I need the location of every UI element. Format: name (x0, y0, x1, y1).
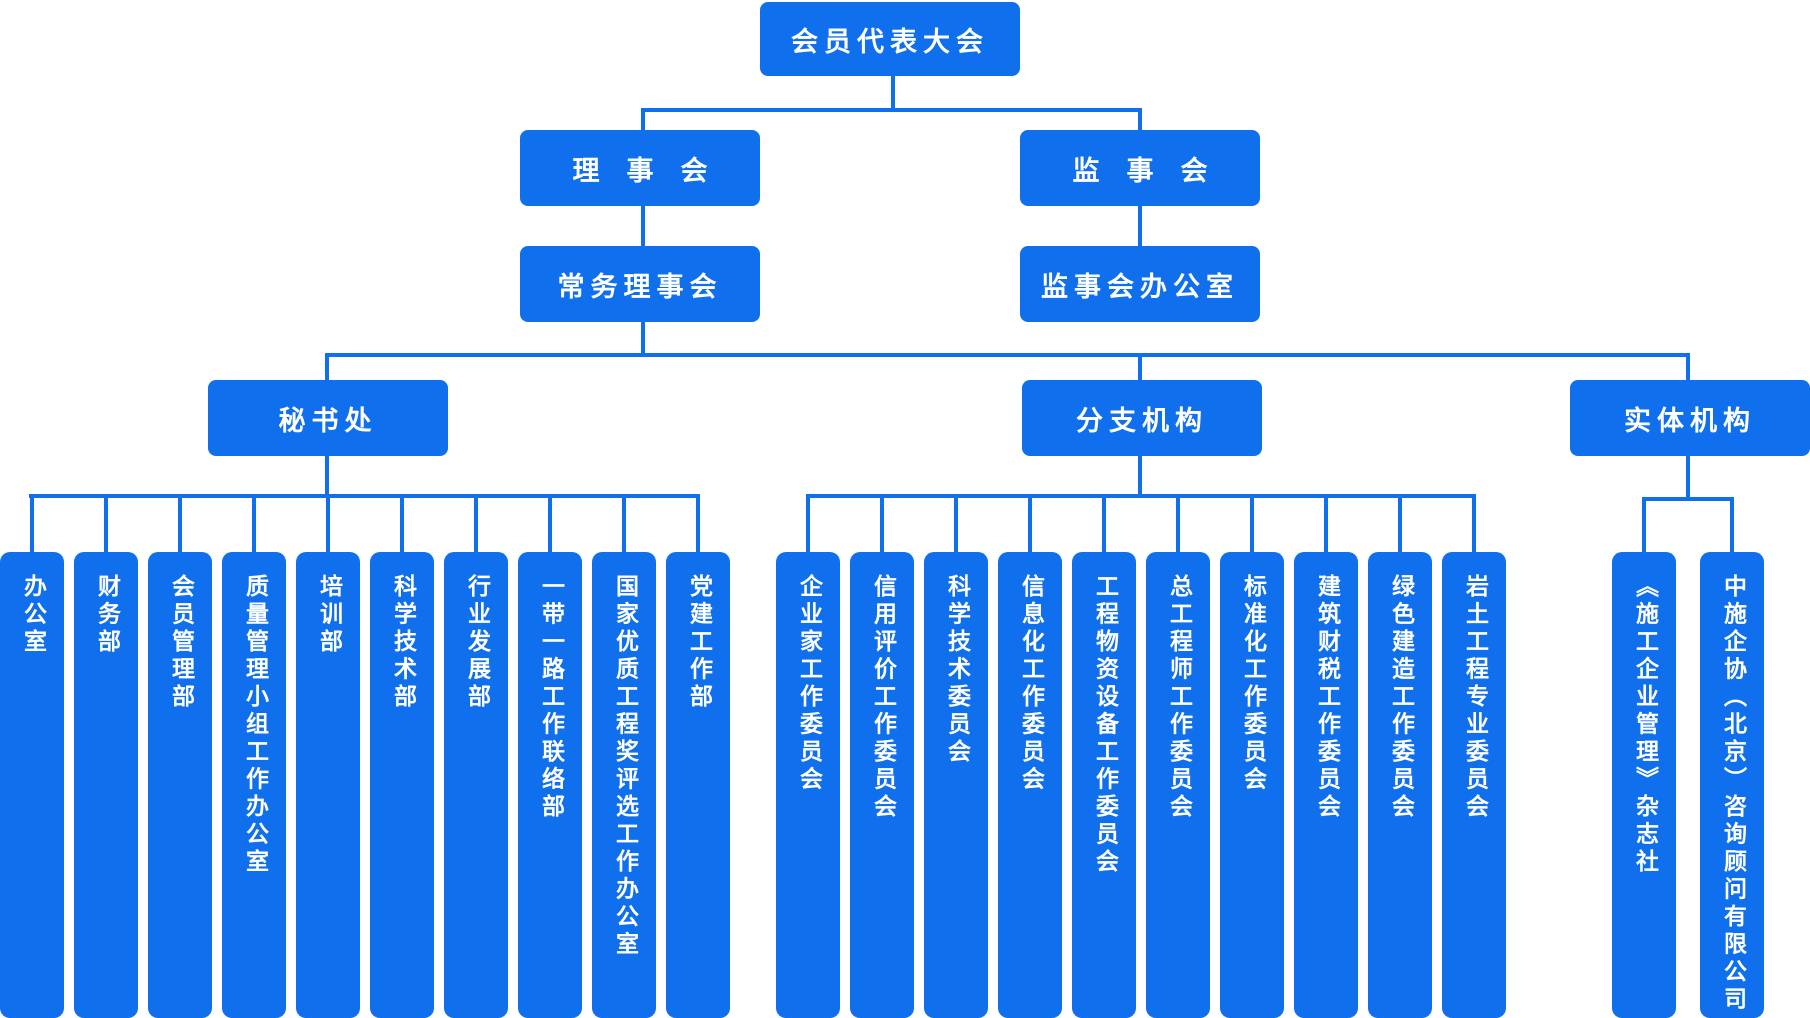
branch-unit-label: 信用评价工作委员会 (869, 574, 896, 822)
entity-unit-box: 中施企协（北京）咨询顾问有限公司 (1700, 552, 1764, 1018)
secretariat-unit-box: 培训部 (296, 552, 360, 1018)
secretariat-unit-label: 培训部 (315, 574, 342, 657)
secretariat-unit-label: 财务部 (93, 574, 120, 657)
secretariat-unit-box: 行业发展部 (444, 552, 508, 1018)
branch-unit-box: 信用评价工作委员会 (850, 552, 914, 1018)
member-assembly-box: 会员代表大会 (760, 2, 1020, 76)
secretariat-unit-label: 党建工作部 (685, 574, 712, 712)
entity-unit-label: 中施企协（北京）咨询顾问有限公司 (1719, 574, 1746, 1014)
board-box: 理 事 会 (520, 130, 760, 206)
connector-entity-units (1642, 453, 1734, 501)
standing-board-box: 常务理事会 (520, 246, 760, 322)
entity-unit-box: 《施工企业管理》杂志社 (1612, 552, 1676, 1018)
drop-lines (30, 494, 1734, 556)
branch-unit-box: 建筑财税工作委员会 (1294, 552, 1358, 1018)
branches-box: 分支机构 (1022, 380, 1262, 456)
secretariat-unit-box: 科学技术部 (370, 552, 434, 1018)
secretariat-unit-label: 质量管理小组工作办公室 (241, 574, 268, 877)
branch-unit-box: 绿色建造工作委员会 (1368, 552, 1432, 1018)
secretariat-box: 秘书处 (208, 380, 448, 456)
secretariat-unit-label: 科学技术部 (389, 574, 416, 712)
secretariat-unit-box: 财务部 (74, 552, 138, 1018)
secretariat-unit-label: 行业发展部 (463, 574, 490, 712)
branch-unit-label: 岩土工程专业委员会 (1461, 574, 1488, 822)
branch-unit-box: 信息化工作委员会 (998, 552, 1062, 1018)
secretariat-unit-box: 质量管理小组工作办公室 (222, 552, 286, 1018)
connector-secretariat-units (29, 453, 700, 498)
secretariat-unit-box: 一带一路工作联络部 (518, 552, 582, 1018)
secretariat-unit-label: 一带一路工作联络部 (537, 574, 564, 822)
secretariat-unit-box: 会员管理部 (148, 552, 212, 1018)
entities-box: 实体机构 (1570, 380, 1810, 456)
branch-unit-box: 科学技术委员会 (924, 552, 988, 1018)
secretariat-unit-label: 办公室 (19, 574, 46, 657)
connector-branch-units (806, 453, 1475, 498)
secretariat-unit-box: 办公室 (0, 552, 64, 1018)
branch-unit-label: 总工程师工作委员会 (1165, 574, 1192, 822)
branch-unit-label: 信息化工作委员会 (1017, 574, 1044, 794)
supervisory-board-box: 监 事 会 (1020, 130, 1260, 206)
secretariat-unit-label: 会员管理部 (167, 574, 194, 712)
branch-unit-label: 工程物资设备工作委员会 (1091, 574, 1118, 877)
branch-unit-box: 工程物资设备工作委员会 (1072, 552, 1136, 1018)
branch-unit-label: 企业家工作委员会 (795, 574, 822, 794)
connector-top (641, 73, 1142, 134)
branch-unit-box: 岩土工程专业委员会 (1442, 552, 1506, 1018)
connector-standing-depts (325, 318, 1690, 384)
branch-unit-label: 科学技术委员会 (943, 574, 970, 767)
secretariat-unit-label: 国家优质工程奖评选工作办公室 (611, 574, 638, 959)
branch-unit-box: 总工程师工作委员会 (1146, 552, 1210, 1018)
branch-unit-label: 建筑财税工作委员会 (1313, 574, 1340, 822)
branch-unit-label: 绿色建造工作委员会 (1387, 574, 1414, 822)
secretariat-unit-box: 国家优质工程奖评选工作办公室 (592, 552, 656, 1018)
entity-unit-label: 《施工企业管理》杂志社 (1631, 574, 1658, 877)
branch-unit-label: 标准化工作委员会 (1239, 574, 1266, 794)
branch-unit-box: 标准化工作委员会 (1220, 552, 1284, 1018)
supervisory-office-box: 监事会办公室 (1020, 246, 1260, 322)
secretariat-unit-box: 党建工作部 (666, 552, 730, 1018)
branch-unit-box: 企业家工作委员会 (776, 552, 840, 1018)
